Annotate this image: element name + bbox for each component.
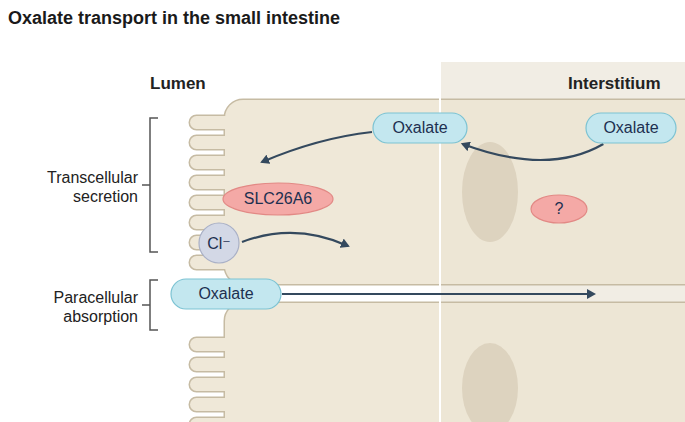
node-text: Oxalate — [170, 278, 282, 310]
cell-outline — [190, 100, 685, 422]
cell-fill — [190, 100, 685, 422]
node-shape — [171, 279, 281, 309]
transporter-ellipse: SLC26A6 — [222, 182, 334, 216]
node-text: SLC26A6 — [222, 182, 334, 216]
node-shape — [586, 113, 676, 143]
diagram-title: Oxalate transport in the small intestine — [8, 8, 340, 29]
oxalate-pill: Oxalate — [170, 278, 282, 310]
node-shape — [199, 223, 239, 263]
nucleus — [462, 343, 518, 422]
node-shape — [373, 113, 467, 143]
pathway-label: Paracellular absorption — [20, 288, 138, 326]
node-text: Cl⁻ — [198, 222, 240, 264]
bracket — [142, 118, 158, 330]
node-text: Oxalate — [585, 112, 677, 144]
transport-arrow — [463, 144, 604, 160]
node-text: ? — [530, 194, 588, 224]
transporter-ellipse: ? — [530, 194, 588, 224]
region-label: Interstitium — [568, 74, 661, 94]
pathway-label: Transcellular secretion — [20, 168, 138, 206]
node-shape — [531, 195, 587, 223]
ion-circle: Cl⁻ — [198, 222, 240, 264]
oxalate-pill: Oxalate — [372, 112, 468, 144]
oxalate-pill: Oxalate — [585, 112, 677, 144]
basolateral-shade — [440, 100, 685, 284]
node-shape — [223, 183, 333, 215]
region-label: Lumen — [150, 74, 206, 94]
node-text: Oxalate — [372, 112, 468, 144]
